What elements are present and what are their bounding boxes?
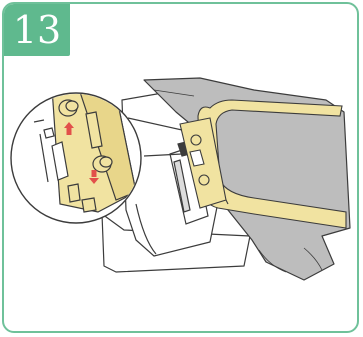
- instruction-frame: 13: [2, 2, 359, 333]
- hoop-pin-lower: [93, 156, 112, 172]
- step-number-badge: 13: [4, 4, 70, 56]
- hoop-pin-upper: [59, 100, 78, 116]
- magnified-callout: [11, 84, 141, 223]
